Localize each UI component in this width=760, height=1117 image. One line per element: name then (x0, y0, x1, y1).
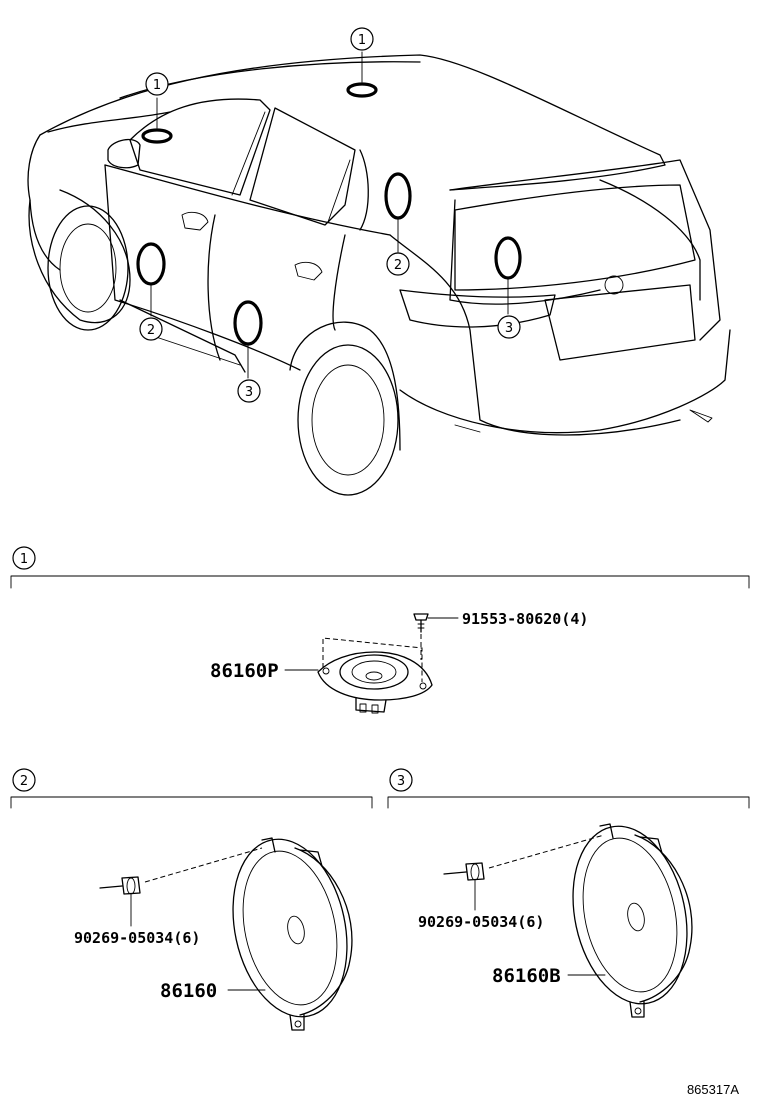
section-3-bracket (387, 796, 750, 809)
part-label-screw: 91553-80620(4) (462, 610, 588, 628)
callout-circle (386, 252, 410, 276)
part-label-door-speaker: 86160 (160, 980, 217, 1002)
section-2-number: 2 (20, 774, 28, 789)
section-3-number: 3 (397, 774, 405, 789)
callout-roof-front: 1 (153, 78, 161, 93)
rivet-icon (99, 876, 141, 895)
callout-rear-door-right: 2 (394, 258, 402, 273)
rear-door-speaker-ring-right (384, 172, 412, 220)
callout-circle (145, 72, 169, 96)
rivet-guide (488, 834, 605, 869)
vehicle-callouts: 1 1 2 2 3 3 (139, 27, 521, 403)
rivet-guide (144, 847, 263, 883)
door-speaker-drawing-86160b (572, 823, 693, 1018)
front-door-speaker-ring (136, 242, 166, 286)
vehicle-illustration (27, 54, 731, 496)
part-label-rivet: 90269-05034(6) (74, 929, 200, 947)
section-3: 3 90269-05034(6) 86160B (387, 768, 750, 1018)
door-speaker-drawing-86160 (232, 837, 353, 1031)
section-1-bracket (10, 575, 750, 589)
diagram-reference-code: 865317A (687, 1082, 739, 1097)
section-1-number: 1 (20, 552, 28, 567)
part-label-door-speaker: 86160B (492, 965, 561, 987)
callout-circle (350, 27, 374, 51)
section-3-marker (389, 768, 413, 792)
speaker-locations (136, 82, 522, 346)
roof-front-speaker-ring (141, 128, 173, 144)
tweeter-speaker-drawing (317, 651, 433, 714)
callout-circle (237, 379, 261, 403)
part-label-tweeter: 86160P (210, 660, 279, 682)
callout-front-door: 2 (147, 323, 155, 338)
callout-roof-rear: 1 (358, 33, 366, 48)
section-2: 2 90269-05034(6) 86160 (10, 768, 373, 1031)
roof-rear-speaker-ring (346, 82, 378, 98)
rear-door-speaker-ring-left (233, 300, 263, 346)
callout-rear-quarter: 3 (505, 321, 513, 336)
section-1-marker (12, 546, 36, 570)
rear-quarter-speaker-ring (494, 236, 522, 280)
section-2-marker (12, 768, 36, 792)
tweeter-mount-guide (322, 637, 423, 682)
screw-icon (413, 613, 429, 633)
section-2-bracket (10, 796, 373, 809)
callout-rear-door-left: 3 (245, 385, 253, 400)
part-label-rivet: 90269-05034(6) (418, 913, 544, 931)
callout-circle (497, 315, 521, 339)
section-1: 1 86160P 91553-80620(4) (10, 546, 750, 714)
callout-circle (139, 317, 163, 341)
rivet-icon (443, 862, 485, 881)
